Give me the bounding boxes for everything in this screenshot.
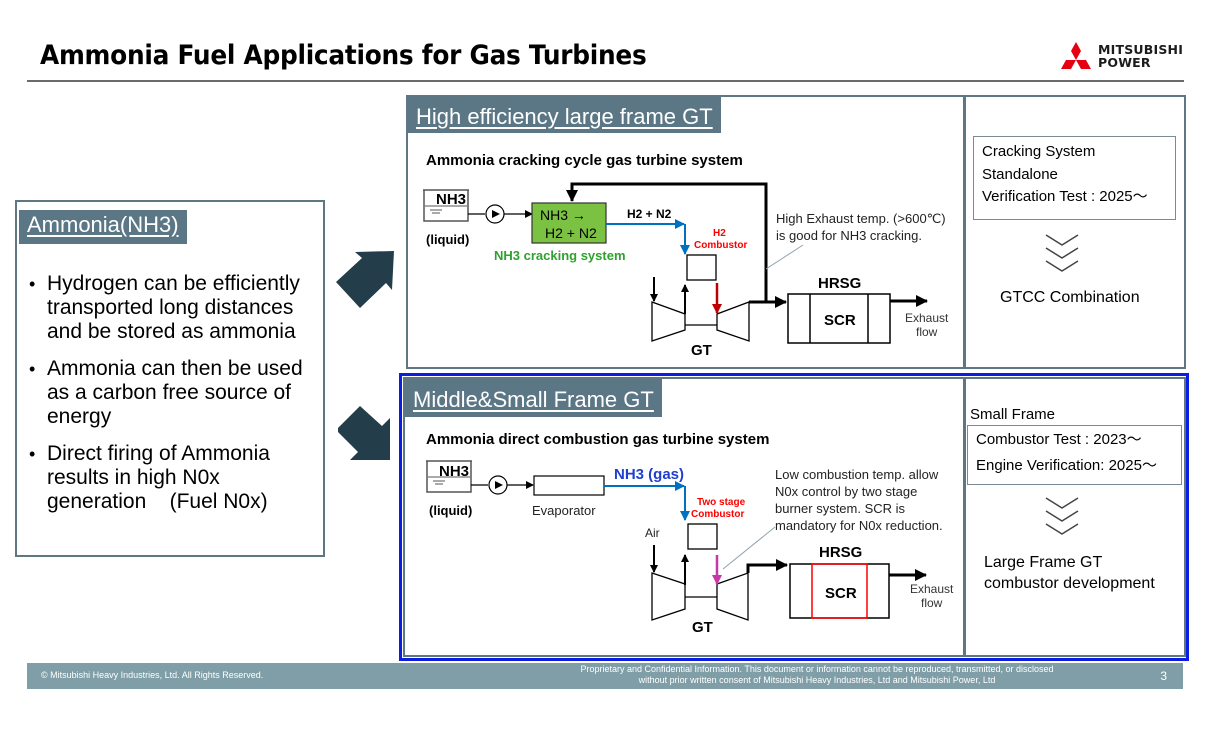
panel-divider: [963, 97, 966, 367]
small-frame-panel-title: Middle&Small Frame GT: [405, 379, 662, 417]
status-line-2: Standalone: [982, 166, 1058, 183]
cracking-diagram-title: Ammonia cracking cycle gas turbine syste…: [426, 152, 743, 169]
direct-combustion-diagram-title: Ammonia direct combustion gas turbine sy…: [426, 431, 770, 448]
nh3-tank: NH3 (liquid): [423, 189, 469, 247]
direct-combustion-diagram: NH3 (liquid) Evaporator NH3 (gas) Two st…: [426, 460, 954, 636]
arrow-up-right-icon: [336, 251, 394, 308]
bullet-icon: •: [29, 359, 36, 379]
status-line-2: Engine Verification: 2025〜: [976, 457, 1157, 474]
cracking-test-status-box: Cracking System Standalone Verification …: [973, 136, 1176, 220]
hrsg-label: HRSG: [818, 275, 861, 292]
tank-label: NH3: [439, 463, 469, 480]
ammonia-bullet-list: • Hydrogen can be efficiently transported…: [29, 272, 313, 527]
exhaust-note-line1: High Exhaust temp. (>600℃): [776, 211, 946, 226]
gt-label: GT: [692, 619, 713, 636]
triple-chevron-down-icon: [1045, 497, 1079, 535]
large-frame-panel: High efficiency large frame GT Ammonia c…: [406, 95, 1186, 369]
exhaust-label-line1: Exhaust: [910, 582, 954, 596]
exhaust-label-line1: Exhaust: [905, 311, 949, 325]
hrsg-unit: HRSG SCR: [787, 275, 891, 344]
logo-line-1: MITSUBISHI: [1098, 42, 1184, 57]
next-line-2: combustor development: [984, 575, 1155, 592]
cracking-system-caption: NH3 cracking system: [494, 248, 626, 263]
bullet-text: Hydrogen can be efficiently transported …: [47, 272, 300, 343]
footer-bar: © Mitsubishi Heavy Industries, Ltd. All …: [27, 663, 1183, 689]
tank-state-label: (liquid): [429, 503, 472, 518]
exhaust-label-line2: flow: [916, 325, 938, 339]
hrsg-label: HRSG: [819, 544, 862, 561]
title-divider: [27, 80, 1184, 82]
mitsubishi-power-logo: MITSUBISHI POWER: [1058, 41, 1188, 75]
cracker-label-line2: H2 + N2: [545, 225, 597, 241]
highlight-frame: [399, 373, 1189, 661]
notice-line-2: without prior written consent of Mitsubi…: [638, 675, 996, 685]
small-frame-panel: Middle&Small Frame GT Ammonia direct com…: [403, 377, 1186, 657]
bullet-icon: •: [29, 444, 36, 464]
gas-turbine: [651, 301, 750, 342]
tank-state-label: (liquid): [426, 232, 469, 247]
gas-turbine: [651, 572, 749, 621]
status-line-1: Combustor Test : 2023〜: [976, 431, 1142, 448]
combustion-note-line2: N0x control by two stage: [775, 484, 917, 499]
bullet-item: • Hydrogen can be efficiently transported…: [29, 272, 313, 344]
panel-divider: [963, 379, 966, 655]
arrow-down-right-icon: [338, 406, 390, 460]
nh3-tank: NH3 (liquid): [426, 460, 472, 518]
page-number: 3: [1160, 669, 1167, 683]
combustor-label-line1: Two stage: [697, 497, 746, 508]
exhaust-note-line2: is good for NH3 cracking.: [776, 228, 922, 243]
combustor-label-line1: H2: [713, 228, 726, 239]
three-diamonds-icon: [1061, 42, 1091, 69]
h2-combustor: [686, 254, 717, 281]
h2-n2-flow-label: H2 + N2: [627, 207, 672, 221]
logo-wordmark: MITSUBISHI POWER: [1098, 43, 1183, 69]
status-line-1: Cracking System: [982, 143, 1096, 160]
bullet-item: • Direct firing of Ammonia results in hig…: [29, 442, 313, 514]
scr-label: SCR: [824, 312, 856, 329]
gtcc-combination-label: GTCC Combination: [1000, 289, 1140, 306]
triple-chevron-down-icon: [1045, 234, 1079, 272]
logo-line-2: POWER: [1098, 55, 1151, 70]
combustion-note-line3: burner system. SCR is: [775, 501, 906, 516]
small-frame-heading: Small Frame: [970, 406, 1056, 423]
bullet-text: Ammonia can then be used as a carbon fre…: [47, 357, 303, 428]
footer-copyright: © Mitsubishi Heavy Industries, Ltd. All …: [41, 670, 264, 680]
evaporator-unit: [533, 475, 605, 496]
hrsg-unit: HRSG SCR: [789, 544, 890, 619]
bullet-icon: •: [29, 274, 36, 294]
evaporator-label: Evaporator: [532, 503, 596, 518]
exhaust-label-line2: flow: [921, 596, 943, 610]
ammonia-panel-title: Ammonia(NH3): [19, 210, 187, 244]
combustion-note-line4: mandatory for N0x reduction.: [775, 518, 943, 533]
two-stage-combustor: [687, 523, 718, 550]
bullet-item: • Ammonia can then be used as a carbon fr…: [29, 357, 313, 429]
air-label: Air: [645, 526, 660, 540]
large-frame-panel-title: High efficiency large frame GT: [408, 97, 721, 133]
status-line-3: Verification Test : 2025〜: [982, 188, 1148, 205]
scr-highlight: [811, 563, 868, 619]
large-frame-development-label: Large Frame GT combustor development: [984, 552, 1155, 594]
ammonia-panel: Ammonia(NH3) • Hydrogen can be efficientl…: [15, 200, 325, 557]
cracking-cycle-diagram: NH3 (liquid) NH3 → H2 + N2 NH3 cracking …: [423, 182, 949, 359]
nh3-gas-flow-label: NH3 (gas): [614, 466, 684, 483]
small-frame-test-status-box: Combustor Test : 2023〜 Engine Verificati…: [967, 425, 1182, 485]
page-title: Ammonia Fuel Applications for Gas Turbin…: [40, 40, 647, 71]
combustor-label-line2: Combustor: [694, 240, 747, 251]
scr-label: SCR: [825, 585, 857, 602]
gt-label: GT: [691, 342, 712, 359]
bullet-text: Direct firing of Ammonia results in high…: [47, 442, 276, 513]
footer-confidentiality-notice: Proprietary and Confidential Information…: [507, 664, 1127, 686]
cracker-label-line1: NH3 →: [540, 207, 586, 223]
combustion-note-line1: Low combustion temp. allow: [775, 467, 939, 482]
combustor-label-line2: Combustor: [691, 509, 744, 520]
notice-line-1: Proprietary and Confidential Information…: [580, 664, 1054, 674]
tank-label: NH3: [436, 191, 466, 208]
next-line-1: Large Frame GT: [984, 554, 1103, 571]
